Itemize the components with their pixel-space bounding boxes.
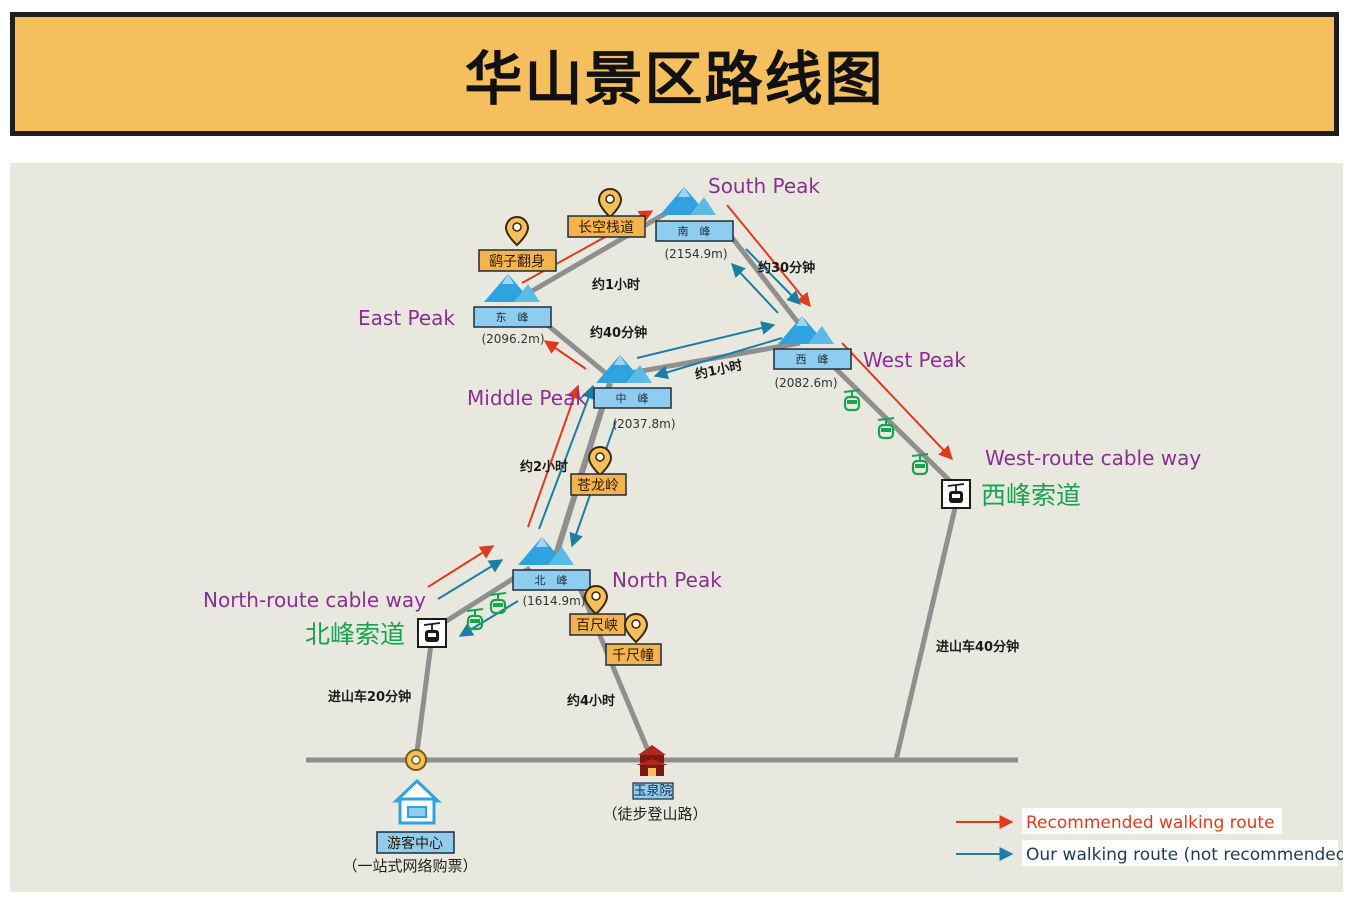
peak-west-cn: 西 峰: [796, 353, 829, 366]
poi-changkong[interactable]: 长空栈道: [567, 188, 646, 238]
time-north-middle: 约2小时: [520, 459, 568, 475]
peak-south-en: South Peak: [708, 174, 820, 198]
time-east-middle: 约40分钟: [590, 325, 647, 341]
poi-label: 苍龙岭: [577, 478, 619, 494]
poi-label: 百尺峡: [576, 618, 618, 634]
map-pin-icon: [505, 216, 529, 246]
peak-north-en: North Peak: [612, 568, 722, 592]
peak-east-elevation: (2096.2m): [481, 332, 544, 346]
cable-station-icon: [947, 483, 965, 503]
west-cable-station[interactable]: West-route cable way 西峰索道: [941, 446, 1201, 510]
north-cable-cn: 北峰索道: [305, 620, 405, 649]
north-cable-station[interactable]: North-route cable way 北峰索道: [203, 588, 447, 649]
mountain-icon: [518, 537, 574, 565]
poi-yaozi[interactable]: 鹞子翻身: [478, 216, 557, 272]
poi-label: 千尺幢: [612, 647, 654, 664]
time-east-south: 约1小时: [592, 277, 640, 293]
legend-recommended: Recommended walking route: [1026, 813, 1275, 833]
our-route: [437, 248, 801, 637]
peak-middle-elevation: (2037.8m): [612, 417, 675, 431]
title-banner: 华山景区路线图: [10, 12, 1339, 136]
time-foot-north: 约4小时: [567, 693, 615, 709]
yuquan-temple[interactable]: 玉泉院 （徒步登山路）: [602, 745, 708, 823]
visitor-center-label: 游客中心: [387, 835, 443, 852]
time-bus-north: 进山车20分钟: [328, 689, 411, 705]
time-south-west: 约30分钟: [758, 260, 815, 276]
poi-label: 长空栈道: [578, 220, 634, 236]
peak-south-cn: 南 峰: [678, 225, 711, 238]
peak-south-elevation: (2154.9m): [664, 247, 727, 261]
cable-station-icon: [423, 622, 441, 642]
mountain-icon: [778, 316, 834, 344]
peak-middle[interactable]: 中 峰 (2037.8m) Middle Peak: [467, 355, 676, 431]
peak-middle-cn: 中 峰: [616, 392, 649, 405]
peak-south[interactable]: 南 峰 (2154.9m) South Peak: [655, 174, 820, 261]
visitor-center-sub: （一站式网络购票）: [342, 857, 477, 875]
temple-icon: [636, 745, 668, 776]
west-cable-en: West-route cable way: [985, 446, 1201, 470]
legend: Recommended walking route Our walking ro…: [956, 808, 1343, 866]
peak-west-elevation: (2082.6m): [774, 376, 837, 390]
peak-east-cn: 东 峰: [496, 311, 529, 324]
peak-north-elevation: (1614.9m): [522, 594, 585, 608]
route-map: 南 峰 (2154.9m) South Peak 东 峰 (2096.2m) E…: [203, 174, 1343, 875]
house-icon: [392, 778, 442, 825]
peak-west-en: West Peak: [863, 348, 966, 372]
yuquan-label: 玉泉院: [633, 783, 672, 799]
peak-west[interactable]: 西 峰 (2082.6m) West Peak: [773, 316, 966, 390]
junction-marker: [405, 749, 427, 771]
peak-north-cn: 北 峰: [535, 574, 568, 587]
poi-canglong[interactable]: 苍龙岭: [570, 446, 627, 496]
page-title: 华山景区路线图: [464, 45, 885, 113]
peak-middle-en: Middle Peak: [467, 386, 587, 410]
map-pin-icon: [588, 446, 612, 476]
map-panel: 南 峰 (2154.9m) South Peak 东 峰 (2096.2m) E…: [10, 163, 1343, 892]
road-network: [306, 202, 1018, 763]
peak-north[interactable]: 北 峰 (1614.9m) North Peak: [512, 537, 722, 608]
visitor-center[interactable]: 游客中心 （一站式网络购票）: [342, 778, 478, 875]
yuquan-sub: （徒步登山路）: [602, 805, 707, 823]
peak-east[interactable]: 东 峰 (2096.2m) East Peak: [358, 274, 552, 346]
map-pin-icon: [624, 613, 648, 643]
peak-east-en: East Peak: [358, 306, 455, 330]
map-pin-icon: [598, 188, 622, 218]
legend-ours: Our walking route (not recommended): [1026, 845, 1343, 865]
poi-qianchi[interactable]: 千尺幢: [605, 613, 662, 666]
time-bus-west: 进山车40分钟: [936, 639, 1019, 655]
north-cable-en: North-route cable way: [203, 588, 426, 612]
poi-label: 鹞子翻身: [489, 253, 545, 270]
west-cable-cn: 西峰索道: [981, 481, 1081, 510]
